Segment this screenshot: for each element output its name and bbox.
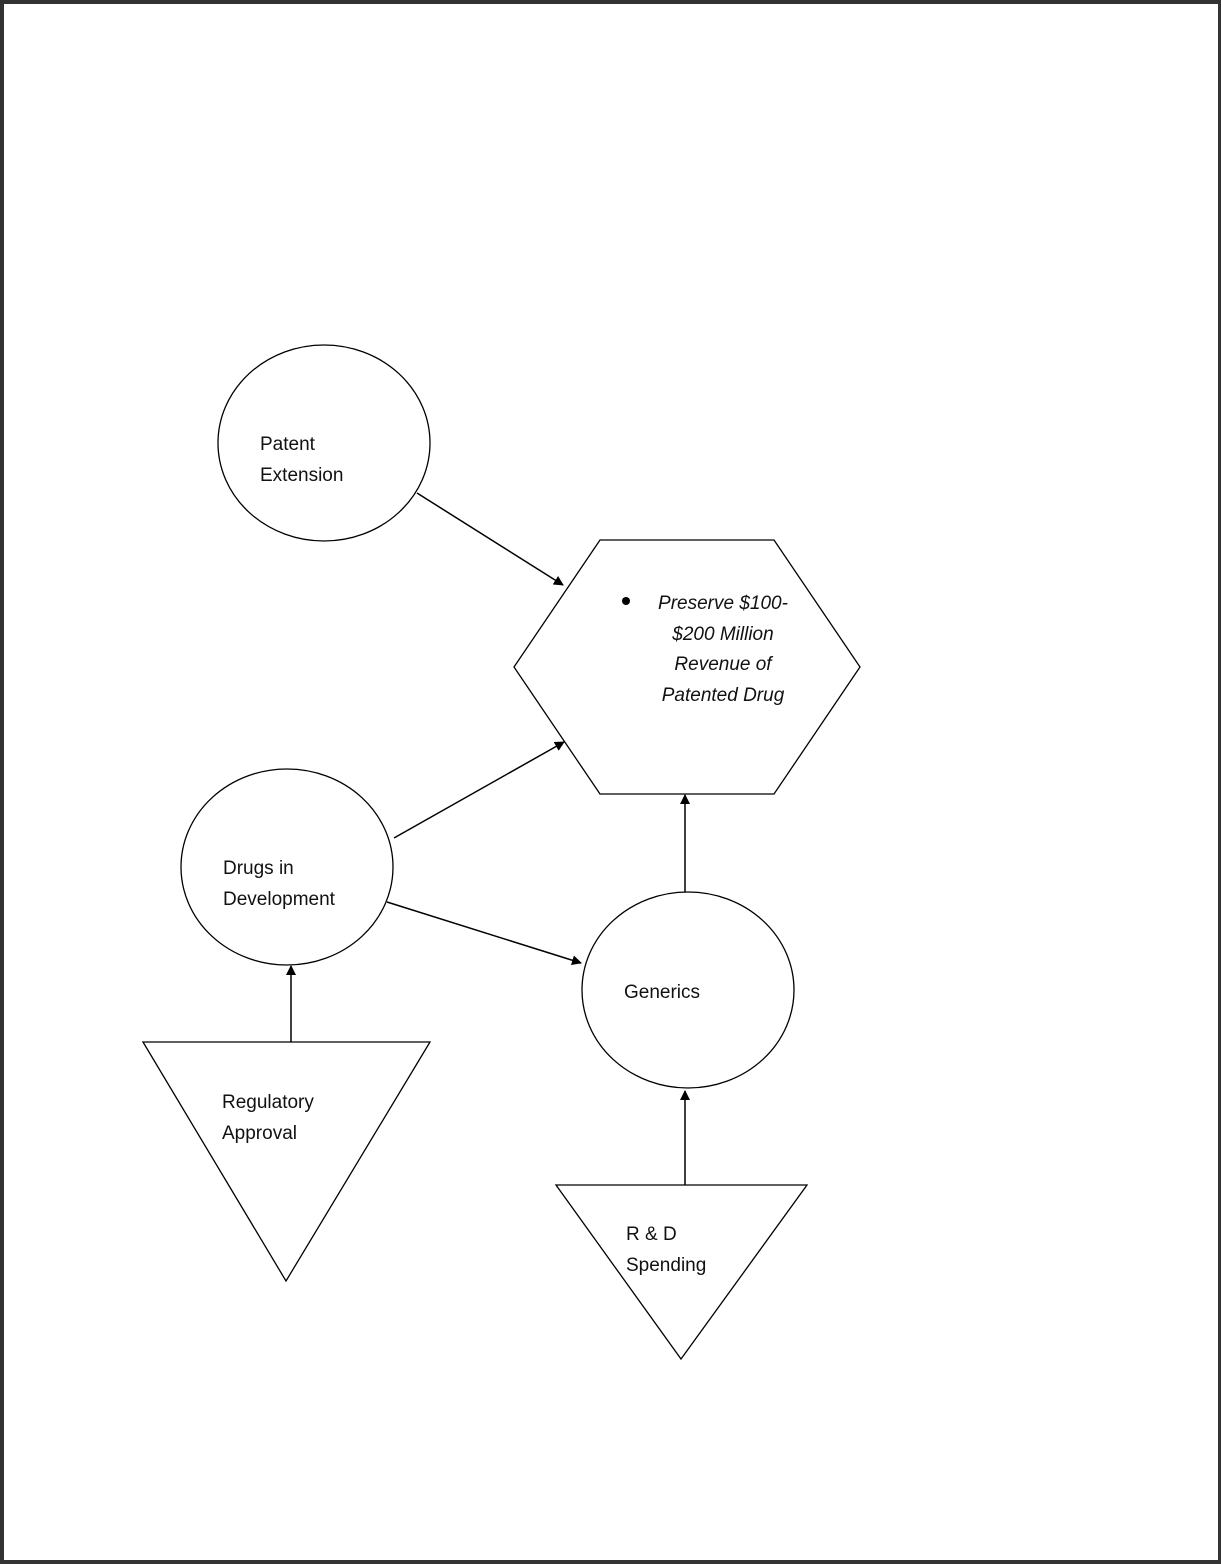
goal-hexagon bbox=[513, 539, 861, 795]
edge-patent-extension-to-goal bbox=[416, 492, 564, 586]
drugs-in-development-label-line2: Development bbox=[223, 889, 336, 910]
regulatory-approval-label-line1: Regulatory bbox=[222, 1092, 314, 1113]
node-goal: Preserve $100- $200 Million Revenue of P… bbox=[513, 539, 861, 795]
drugs-in-development-label-line1: Drugs in bbox=[223, 858, 294, 879]
rd-spending-label-line2: Spending bbox=[626, 1255, 706, 1276]
goal-label-line4: Patented Drug bbox=[662, 685, 785, 706]
goal-label-line2: $200 Million bbox=[671, 624, 773, 645]
goal-label-line1: Preserve $100- bbox=[658, 593, 788, 614]
node-regulatory-approval: Regulatory Approval bbox=[141, 1041, 432, 1283]
drugs-in-development-circle bbox=[180, 768, 394, 966]
generics-circle bbox=[581, 891, 795, 1089]
generics-label: Generics bbox=[624, 982, 700, 1003]
edge-drugs-in-development-to-generics bbox=[386, 901, 582, 966]
rd-spending-label-line1: R & D bbox=[626, 1224, 677, 1245]
goal-label-line3: Revenue of bbox=[674, 654, 773, 675]
node-generics: Generics bbox=[581, 891, 795, 1089]
node-patent-extension: Patent Extension bbox=[217, 344, 431, 542]
edge-drugs-in-development-to-goal bbox=[393, 741, 565, 839]
node-drugs-in-development: Drugs in Development bbox=[180, 768, 394, 966]
goal-bullet bbox=[622, 597, 630, 605]
patent-extension-circle bbox=[217, 344, 431, 542]
node-rd-spending: R & D Spending bbox=[554, 1184, 809, 1361]
regulatory-approval-triangle bbox=[141, 1041, 432, 1283]
patent-extension-label-line2: Extension bbox=[260, 465, 343, 486]
regulatory-approval-label-line2: Approval bbox=[222, 1123, 297, 1144]
rd-spending-triangle bbox=[554, 1184, 809, 1361]
patent-extension-label-line1: Patent bbox=[260, 434, 316, 455]
